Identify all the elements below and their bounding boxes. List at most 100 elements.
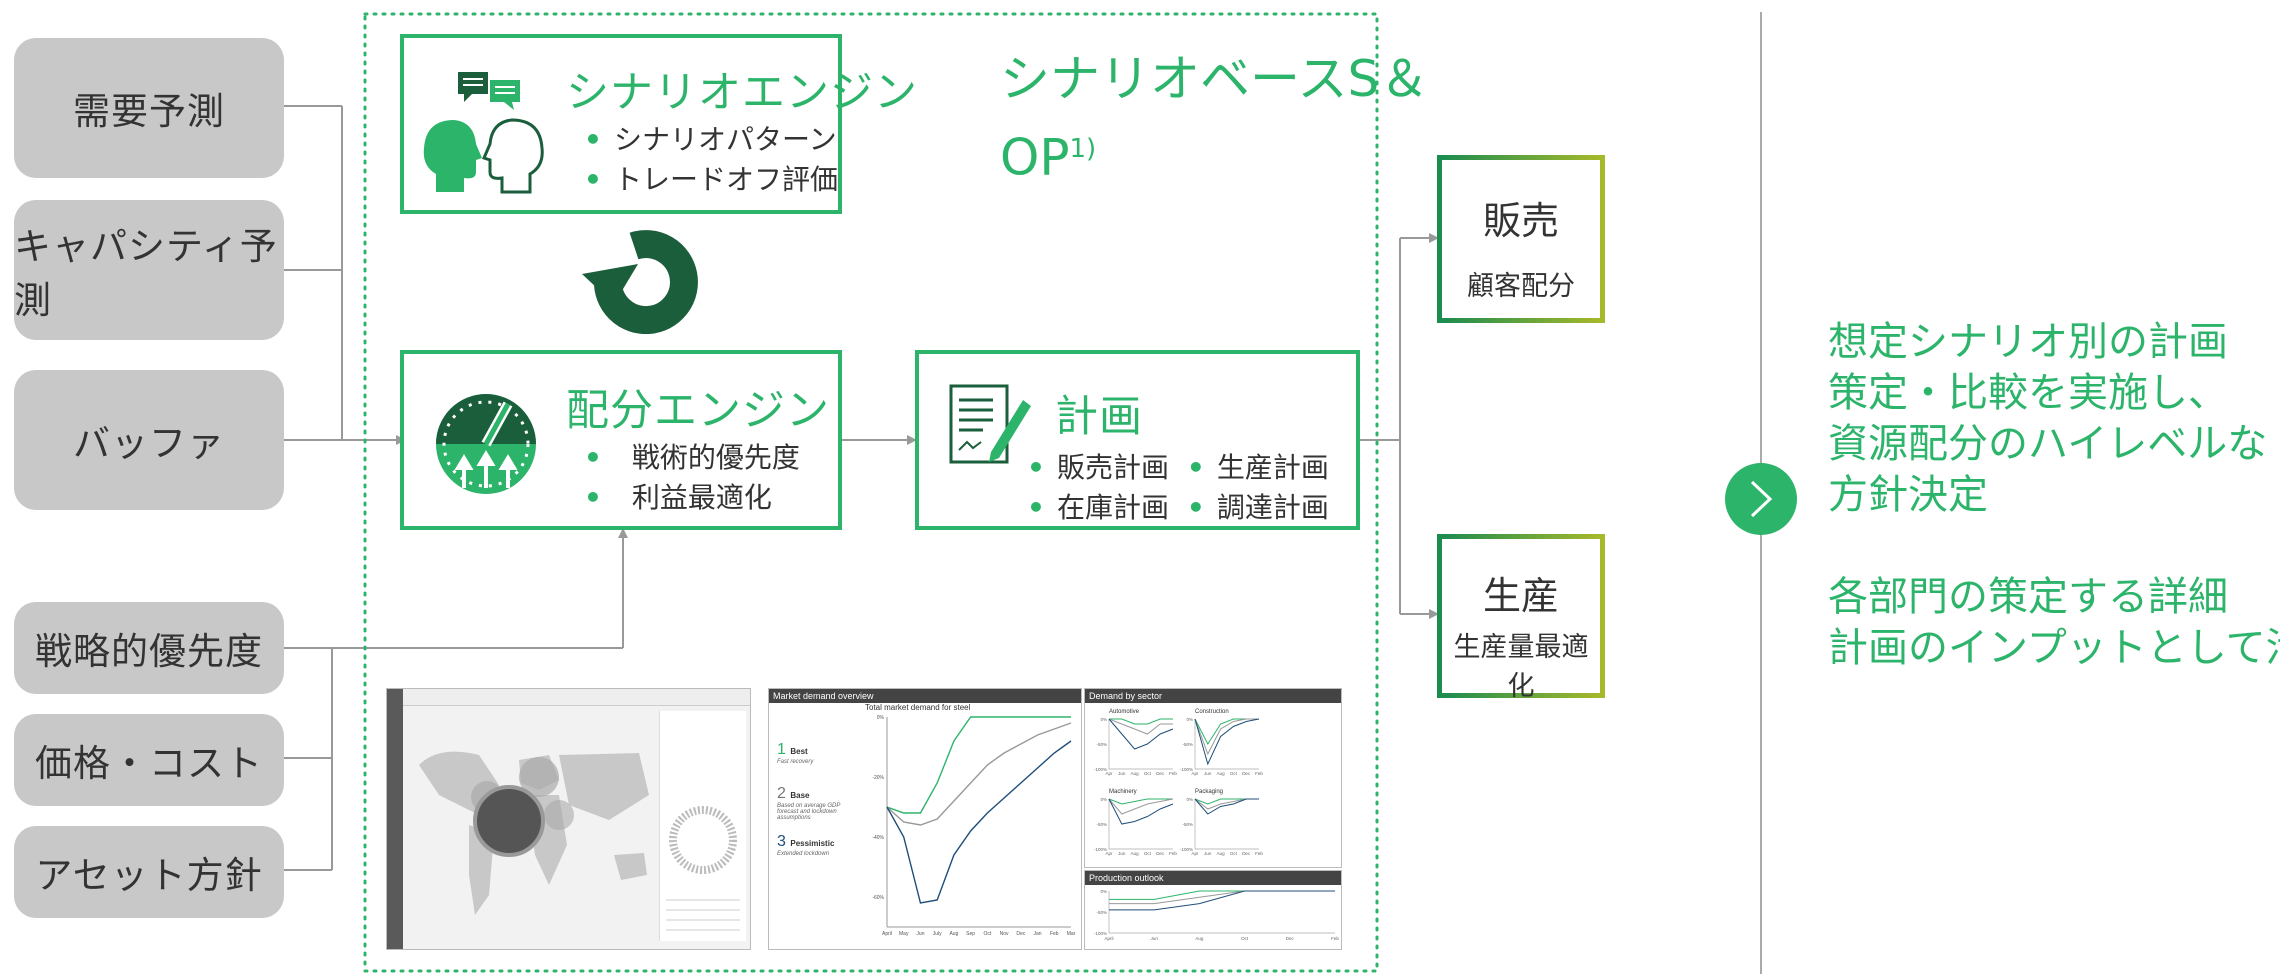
sector-x-label: Dec xyxy=(1242,851,1251,856)
scenario-legend: 1 Best Fast recovery 2 Base Based on ave… xyxy=(777,741,869,857)
prod-x-label: Feb xyxy=(1331,936,1339,941)
cycle-arrow-icon xyxy=(582,230,698,334)
document-sign-icon xyxy=(949,384,1031,464)
panel-lines xyxy=(666,891,740,931)
sector-panel-header: Demand by sector xyxy=(1085,689,1341,703)
market-panel-header: Market demand overview xyxy=(769,689,1081,703)
y-tick-label: -40% xyxy=(872,835,884,841)
sector-x-label: Apr xyxy=(1191,771,1199,776)
sector-x-label: Apr xyxy=(1105,771,1113,776)
x-tick-label: Dec xyxy=(1016,931,1025,937)
production-title: 生産 xyxy=(1482,574,1559,618)
sector-x-label: Feb xyxy=(1255,771,1263,776)
sector-x-label: Feb xyxy=(1169,771,1177,776)
market-demand-panel: Market demand overview Total market dema… xyxy=(768,688,1082,950)
sector-x-label: Oct xyxy=(1230,851,1238,856)
sector-y-label: 0% xyxy=(1100,717,1107,722)
sector-title: Construction xyxy=(1195,709,1229,715)
scenario-base: 2 Base Based on average GDP forecast and… xyxy=(777,785,841,821)
next-arrow-icon xyxy=(1725,463,1797,535)
sector-title: Packaging xyxy=(1195,789,1223,795)
x-tick-label: Nov xyxy=(1000,931,1009,937)
sector-y-label: 0% xyxy=(1186,797,1193,802)
input-asset-policy: アセット方針 xyxy=(14,826,284,918)
input-price-cost: 価格・コスト xyxy=(14,714,284,806)
scenario-engine-box: シナリオエンジン •シナリオパターン •トレードオフ評価 xyxy=(400,34,917,214)
series-line-pessimistic xyxy=(886,740,1072,904)
map-topbar xyxy=(403,689,750,706)
x-tick-label: April xyxy=(882,931,892,937)
scenario-pessimistic: 3 Pessimistic Extended lockdown xyxy=(777,833,835,857)
sector-x-label: Aug xyxy=(1217,851,1226,856)
allocation-engine-box: 配分エンジン • 戦術的優先度 • 利益最適化 xyxy=(400,350,842,530)
sop-title-line2: OP1) xyxy=(1000,128,1097,187)
map-right-panel xyxy=(659,711,746,941)
x-tick-label: Feb xyxy=(1050,931,1059,937)
sector-y-label: 0% xyxy=(1186,717,1193,722)
series-line-best xyxy=(886,716,1071,814)
chat-bubbles-icon xyxy=(458,72,520,110)
sector-y-label: -50% xyxy=(1096,822,1107,827)
sector-title: Automotive xyxy=(1109,709,1140,715)
sector-y-label: -100% xyxy=(1094,847,1107,852)
map-sidebar xyxy=(387,689,403,949)
prod-x-label: Oct xyxy=(1241,936,1249,941)
sector-x-label: Aug xyxy=(1131,771,1140,776)
sector-series-line xyxy=(1109,718,1173,725)
y-tick-label: 0% xyxy=(877,715,885,721)
prod-x-label: Jun xyxy=(1151,936,1159,941)
sector-x-label: Oct xyxy=(1230,771,1238,776)
summary-line-2: 策定・比較を実施し、 xyxy=(1828,370,2228,416)
sector-x-label: Jun xyxy=(1118,771,1126,776)
sector-series-line xyxy=(1108,798,1173,805)
prod-x-label: Aug xyxy=(1195,936,1204,941)
sector-y-label: -50% xyxy=(1182,742,1193,747)
sector-x-label: Dec xyxy=(1156,771,1165,776)
prod-y-label: -50% xyxy=(1096,910,1107,915)
x-tick-label: Jan xyxy=(1034,931,1042,937)
prod-series-line xyxy=(1109,890,1335,911)
sector-x-label: Dec xyxy=(1242,771,1251,776)
sector-title: Machinery xyxy=(1109,789,1137,795)
sop-title-line1: シナリオベースS＆ xyxy=(1000,50,1430,108)
sector-y-label: -100% xyxy=(1094,767,1107,772)
sector-series-line xyxy=(1108,798,1174,825)
plan-box: 計画 •販売計画 •生産計画 •在庫計画 •調達計画 xyxy=(915,350,1360,530)
input-strategic-priority: 戦略的優先度 xyxy=(14,602,284,694)
sector-x-label: Aug xyxy=(1131,851,1140,856)
x-tick-label: Aug xyxy=(949,931,958,937)
market-chart-title: Total market demand for steel xyxy=(865,703,971,712)
sales-box: 販売 顧客配分 xyxy=(1437,155,1605,323)
sector-series-line xyxy=(1108,718,1174,750)
input-buffer: バッファ xyxy=(14,370,284,510)
scenario-engine-bullets: •シナリオパターン •トレードオフ評価 xyxy=(584,123,839,196)
sales-sub: 顧客配分 xyxy=(1467,271,1575,302)
summary-line-4: 方針決定 xyxy=(1828,472,1988,518)
production-panel-header: Production outlook xyxy=(1085,871,1341,885)
two-heads-icon xyxy=(423,118,544,194)
x-tick-label: July xyxy=(933,931,942,937)
right-summary-text: 想定シナリオ別の計画 策定・比較を実施し、 資源配分のハイレベルな 方針決定 各… xyxy=(1828,317,2280,674)
sector-x-label: Aug xyxy=(1217,771,1226,776)
summary-line-1: 想定シナリオ別の計画 xyxy=(1828,319,2228,365)
allocation-engine-title: 配分エンジン xyxy=(566,386,830,436)
scenario-engine-title: シナリオエンジン xyxy=(566,68,918,118)
sector-x-label: Feb xyxy=(1255,851,1263,856)
sector-x-label: Feb xyxy=(1169,851,1177,856)
sector-x-label: Jun xyxy=(1204,851,1212,856)
sector-x-label: Oct xyxy=(1144,771,1152,776)
sector-y-label: -50% xyxy=(1096,742,1107,747)
world-map xyxy=(419,751,649,915)
production-sub: 生産量最適化 xyxy=(1453,632,1589,702)
allocation-engine-bullets: • 戦術的優先度 • 利益最適化 xyxy=(584,441,800,514)
sector-y-label: 0% xyxy=(1100,797,1107,802)
x-tick-label: May xyxy=(899,931,909,937)
summary-line-3: 資源配分のハイレベルな xyxy=(1828,421,2268,467)
sector-series-line xyxy=(1108,718,1173,735)
y-tick-label: -60% xyxy=(872,895,884,901)
sector-series-line xyxy=(1194,718,1259,756)
